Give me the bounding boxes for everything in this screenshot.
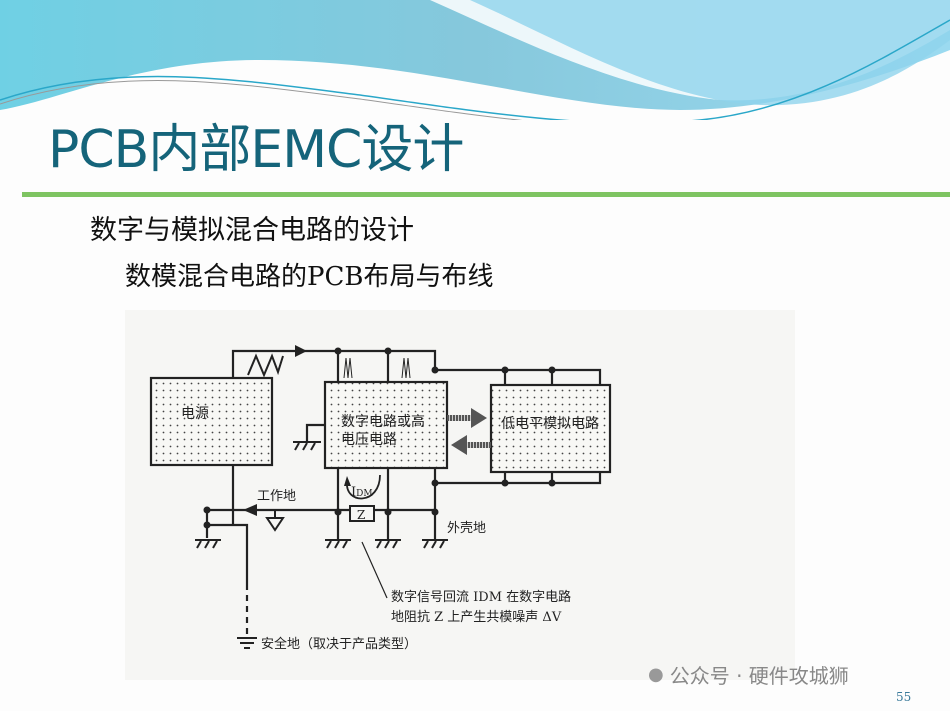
ground-symbols (195, 441, 448, 649)
analog-block-label: 低电平模拟电路 (501, 416, 599, 432)
note-line-2: 地阻抗 Z 上产生共模噪声 ΔV (391, 610, 562, 625)
note-line-1: 数字信号回流 IDM 在数字电路 (391, 589, 571, 605)
header-waves (0, 0, 950, 120)
impedance-z (349, 505, 375, 522)
analog-block (489, 383, 612, 474)
coupling-arrows (447, 408, 491, 455)
power-block-label: 电源 (181, 406, 209, 422)
watermark-text: 公众号 · 硬件攻城狮 (669, 664, 849, 688)
page-number: 55 (896, 690, 912, 704)
watermark: ● 公众号 · 硬件攻城狮 (648, 660, 849, 689)
subtitle-level-1: 数字与模拟混合电路的设计 (90, 215, 414, 246)
working-ground-label: 工作地 (257, 489, 296, 504)
slide-title: PCB内部EMC设计 (48, 120, 464, 180)
digital-block (323, 380, 449, 470)
circuit-diagram: 电源 数字电路或高 电压电路 低电平模拟电路 工作地 外壳地 安全地（取决于产品… (125, 310, 795, 680)
chassis-ground-label: 外壳地 (447, 521, 486, 536)
impedance-label: Z (357, 508, 365, 522)
digital-block-label-2: 电压电路 (341, 432, 397, 448)
subtitle-level-2: 数模混合电路的PCB布局与布线 (125, 262, 494, 292)
digital-block-label-1: 数字电路或高 (341, 413, 425, 430)
power-block (149, 376, 274, 467)
current-label: IDM (351, 485, 373, 500)
safety-ground-label: 安全地（取决于产品类型） (261, 636, 417, 652)
title-divider (22, 192, 950, 197)
wechat-icon: ● (648, 664, 664, 685)
